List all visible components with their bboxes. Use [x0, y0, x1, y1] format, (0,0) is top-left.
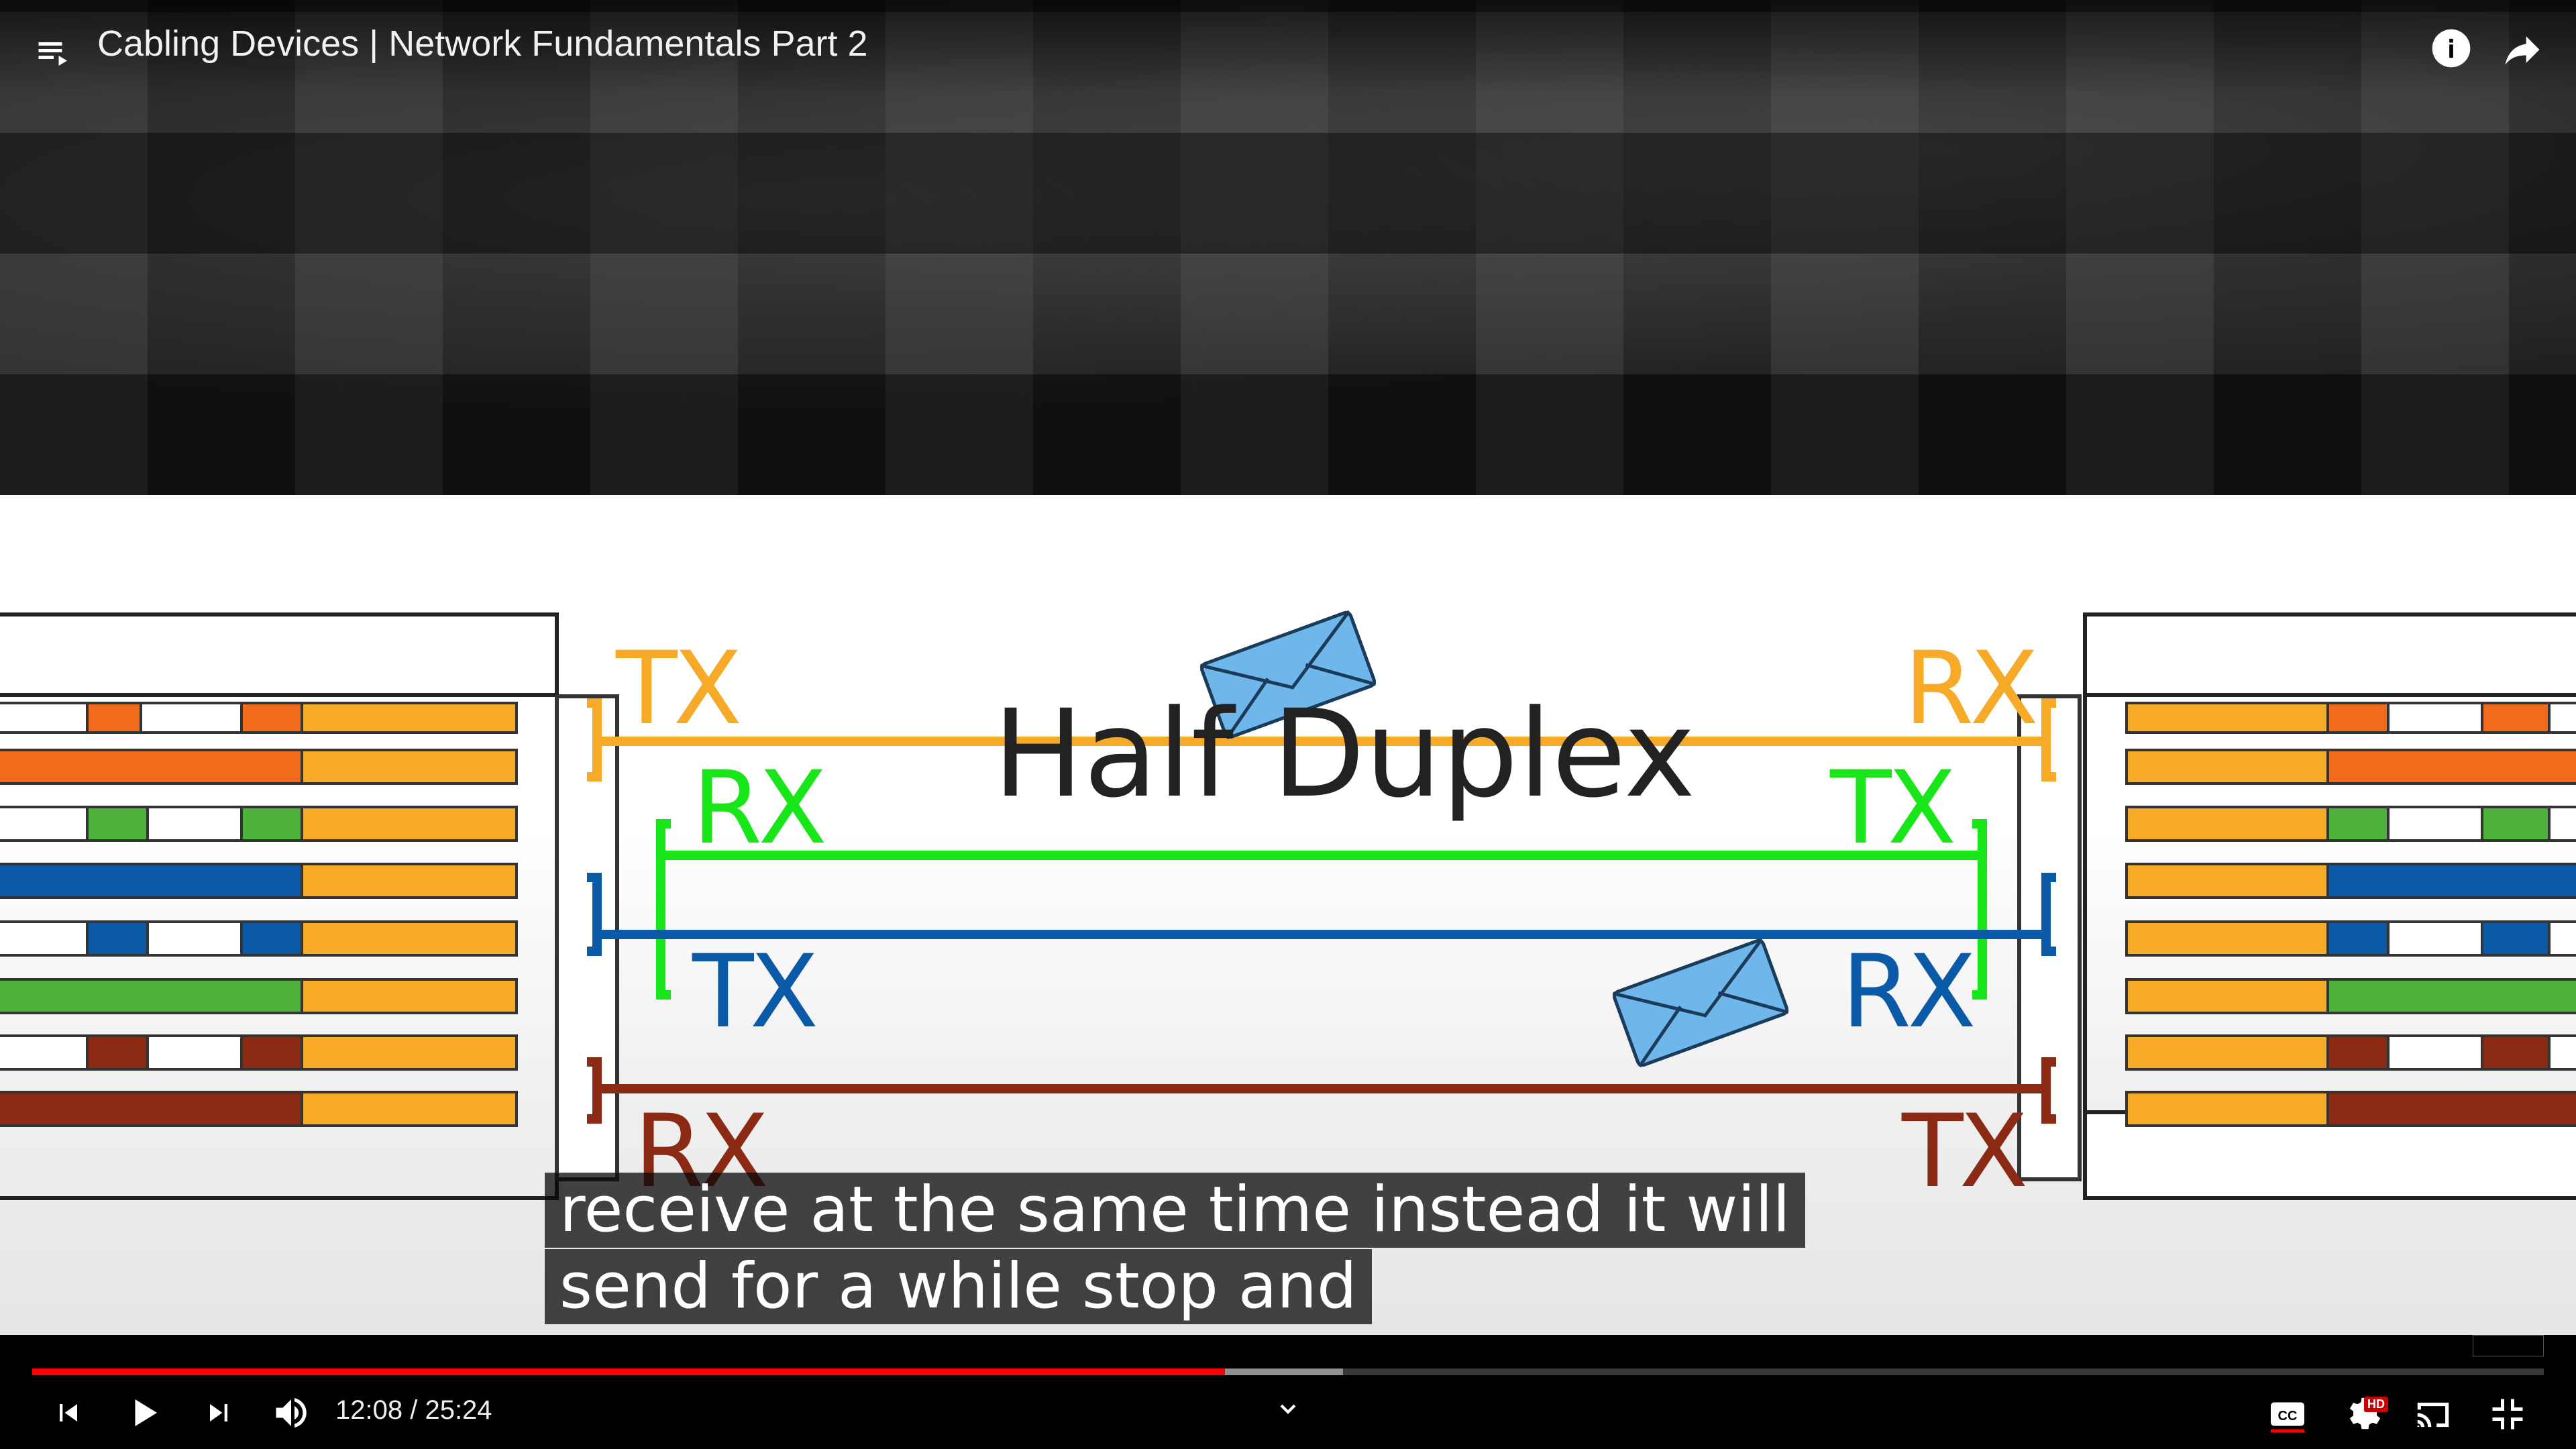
chevron-down-icon[interactable] [1275, 1395, 1301, 1422]
label-rx-right-blue: RX [1841, 934, 1974, 1051]
svg-text:CC: CC [2278, 1409, 2298, 1424]
volume-icon[interactable] [271, 1393, 311, 1433]
wire-lines [587, 698, 2056, 1124]
cast-icon[interactable] [2412, 1394, 2454, 1436]
time-current: 12:08 [335, 1395, 403, 1425]
subscribe-watermark[interactable] [2473, 1335, 2544, 1356]
time-separator: / [402, 1395, 425, 1425]
video-title[interactable]: Cabling Devices | Network Fundamentals P… [97, 23, 868, 64]
label-rx-right-top: RX [1904, 631, 2036, 747]
caption-line-1: receive at the same time instead it will [545, 1173, 1805, 1248]
previous-icon[interactable] [51, 1395, 86, 1430]
label-tx-left-blue: TX [692, 934, 816, 1051]
envelope-icon-bottom [1612, 938, 1789, 1068]
play-icon[interactable] [123, 1393, 164, 1433]
label-tx-right-bottom: TX [1901, 1093, 2026, 1210]
label-tx-right-green: TX [1829, 750, 1954, 867]
slide-heading-half-duplex: Half Duplex [993, 684, 1696, 824]
time-display: 12:08 / 25:24 [335, 1395, 492, 1426]
left-rj45-connector [0, 612, 619, 1200]
share-icon[interactable] [2500, 27, 2545, 72]
playlist-icon[interactable] [34, 32, 74, 72]
label-tx-left-top: TX [615, 631, 740, 747]
top-bar: Cabling Devices | Network Fundamentals P… [0, 0, 2576, 94]
label-rx-left-green: RX [692, 750, 824, 867]
right-rj45-connector [2017, 612, 2576, 1200]
exit-fullscreen-icon[interactable] [2487, 1394, 2528, 1434]
control-bar [0, 1335, 2576, 1449]
cc-icon[interactable]: CC [2267, 1394, 2308, 1434]
info-icon[interactable] [2428, 25, 2474, 71]
time-total: 25:24 [425, 1395, 492, 1425]
next-icon[interactable] [201, 1395, 236, 1430]
progress-played [32, 1368, 1225, 1375]
envelope-icon-top [1199, 610, 1377, 740]
hd-badge: HD [2364, 1397, 2388, 1412]
caption-window[interactable]: receive at the same time instead it will… [545, 1173, 1805, 1326]
progress-bar[interactable] [32, 1368, 2544, 1375]
caption-line-2: send for a while stop and [545, 1249, 1372, 1324]
